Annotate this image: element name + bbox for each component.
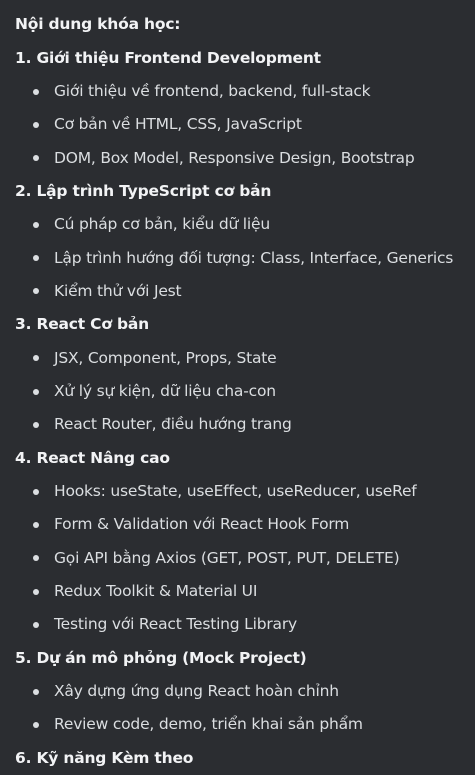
bullet-icon [33, 389, 39, 395]
list-item-text: React Router, điều hướng trang [54, 415, 292, 433]
list-item: React Router, điều hướng trang [15, 408, 475, 441]
bullet-icon [33, 89, 39, 95]
list-item: Redux Toolkit & Material UI [15, 575, 475, 608]
bullet-icon [33, 355, 39, 361]
list-item: Xử lý sự kiện, dữ liệu cha-con [15, 375, 475, 408]
list-item: Cơ bản về HTML, CSS, JavaScript [15, 108, 475, 141]
list-item-text: Gọi API bằng Axios (GET, POST, PUT, DELE… [54, 549, 399, 567]
bullet-icon [33, 622, 39, 628]
list-item: Testing với React Testing Library [15, 608, 475, 641]
section-title: 2. Lập trình TypeScript cơ bản [15, 175, 475, 209]
list-item: Kiểm thử với Jest [15, 275, 475, 308]
section-title: 3. React Cơ bản [15, 308, 475, 342]
list-item-text: Form & Validation với React Hook Form [54, 515, 349, 533]
list-item-text: Cơ bản về HTML, CSS, JavaScript [54, 115, 302, 133]
list-item: Xây dựng ứng dụng React hoàn chỉnh [15, 675, 475, 708]
bullet-icon [33, 489, 39, 495]
section-items-list: Giới thiệu về frontend, backend, full-st… [15, 75, 475, 175]
list-item-text: Xây dựng ứng dụng React hoàn chỉnh [54, 682, 339, 700]
bullet-icon [33, 222, 39, 228]
list-item-text: Xử lý sự kiện, dữ liệu cha-con [54, 382, 276, 400]
bullet-icon [33, 522, 39, 528]
course-section: 5. Dự án mô phỏng (Mock Project)Xây dựng… [15, 642, 475, 742]
bullet-icon [33, 255, 39, 261]
list-item: Lập trình hướng đối tượng: Class, Interf… [15, 242, 475, 275]
bullet-icon [33, 122, 39, 128]
list-item-text: Lập trình hướng đối tượng: Class, Interf… [54, 249, 453, 267]
section-title: 4. React Nâng cao [15, 442, 475, 476]
section-items-list: Hooks: useState, useEffect, useReducer, … [15, 475, 475, 641]
bullet-icon [33, 288, 39, 294]
section-title: 5. Dự án mô phỏng (Mock Project) [15, 642, 475, 676]
list-item: Hooks: useState, useEffect, useReducer, … [15, 475, 475, 508]
list-item-text: Giới thiệu về frontend, backend, full-st… [54, 82, 370, 100]
bullet-icon [33, 155, 39, 161]
list-item: JSX, Component, Props, State [15, 342, 475, 375]
section-title: 1. Giới thiệu Frontend Development [15, 42, 475, 76]
list-item: Review code, demo, triển khai sản phẩm [15, 708, 475, 741]
bullet-icon [33, 422, 39, 428]
list-item-text: JSX, Component, Props, State [54, 349, 277, 367]
list-item-text: Kiểm thử với Jest [54, 282, 181, 300]
course-content-heading: Nội dung khóa học: [15, 8, 475, 42]
list-item-text: DOM, Box Model, Responsive Design, Boots… [54, 149, 414, 167]
bullet-icon [33, 589, 39, 595]
list-item: Cú pháp cơ bản, kiểu dữ liệu [15, 208, 475, 241]
list-item-text: Review code, demo, triển khai sản phẩm [54, 715, 363, 733]
list-item: Form & Validation với React Hook Form [15, 508, 475, 541]
list-item-text: Testing với React Testing Library [54, 615, 297, 633]
section-items-list: JSX, Component, Props, State Xử lý sự kiệ… [15, 342, 475, 442]
list-item: Giới thiệu về frontend, backend, full-st… [15, 75, 475, 108]
list-item-text: Redux Toolkit & Material UI [54, 582, 257, 600]
bullet-icon [33, 689, 39, 695]
bullet-icon [33, 555, 39, 561]
bullet-icon [33, 722, 39, 728]
list-item-text: Hooks: useState, useEffect, useReducer, … [54, 482, 417, 500]
list-item: Gọi API bằng Axios (GET, POST, PUT, DELE… [15, 542, 475, 575]
list-item: DOM, Box Model, Responsive Design, Boots… [15, 142, 475, 175]
list-item-text: Cú pháp cơ bản, kiểu dữ liệu [54, 215, 270, 233]
